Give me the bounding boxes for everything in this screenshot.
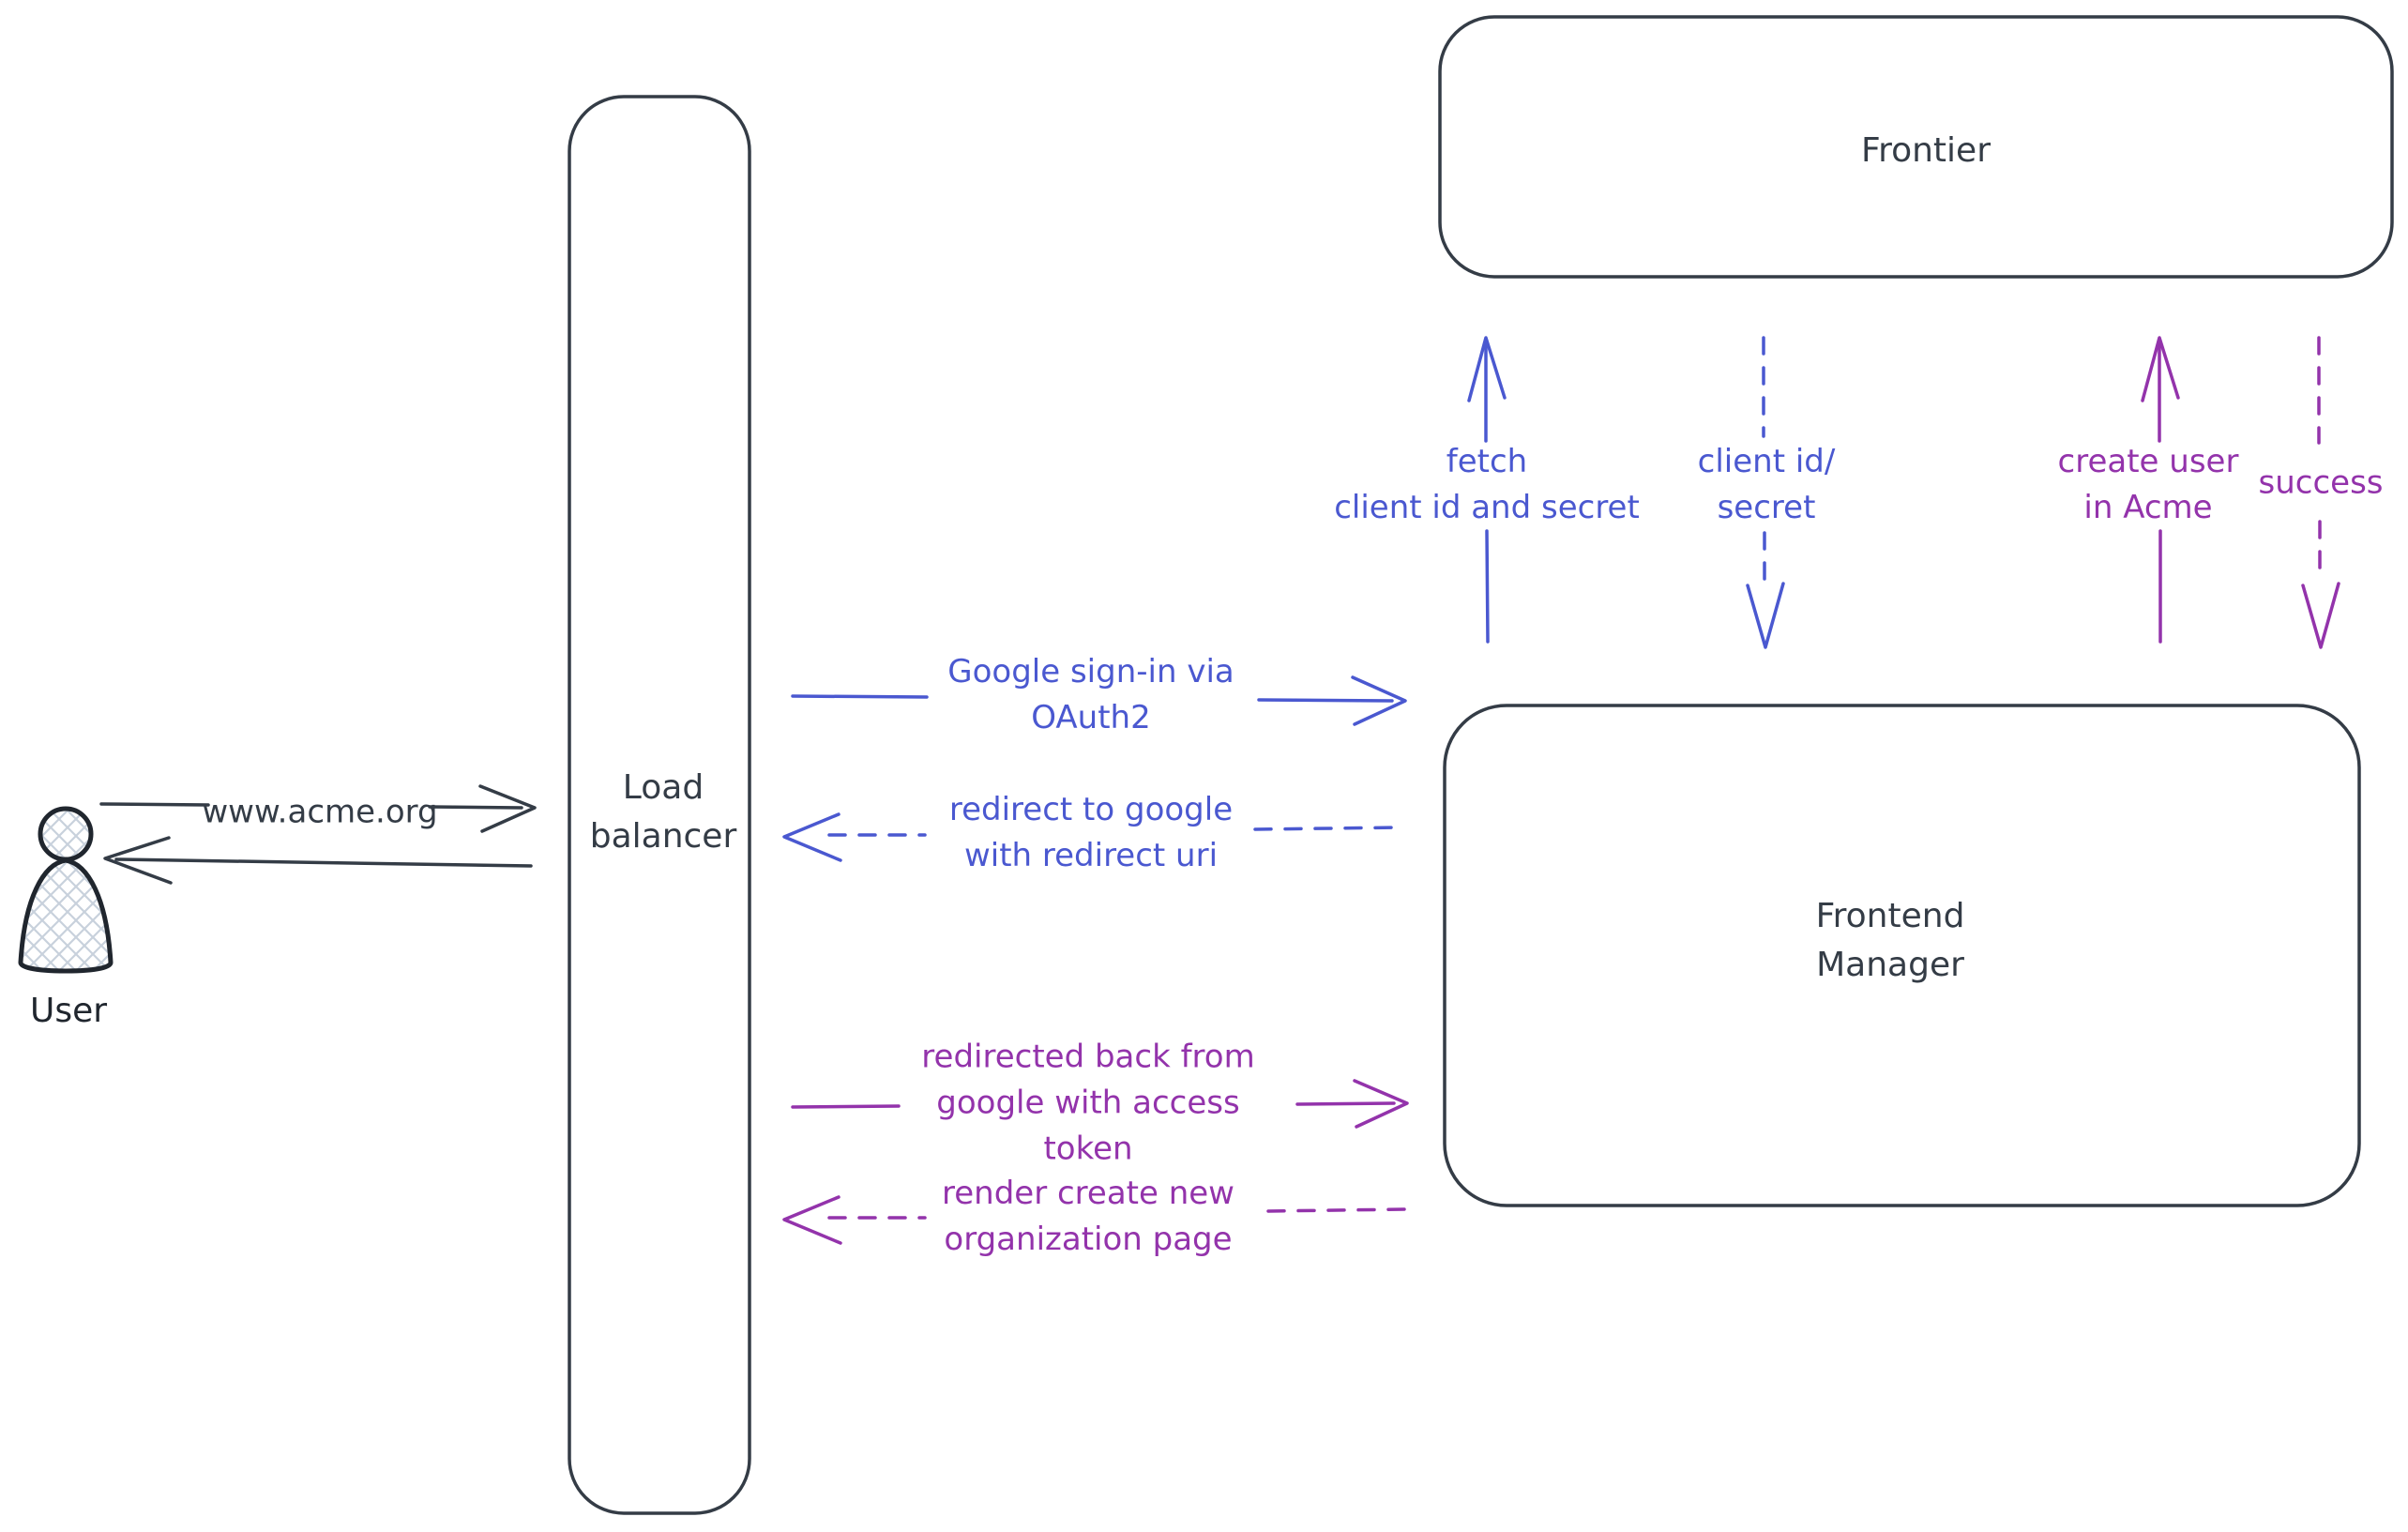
node-boxes bbox=[568, 15, 2394, 1515]
arrow-google-signin bbox=[791, 675, 1407, 726]
ink-arrows bbox=[99, 784, 537, 885]
frontier-box bbox=[1438, 15, 2394, 279]
arrow-create-user bbox=[2141, 336, 2180, 644]
arrow-client-id-secret bbox=[1746, 336, 1785, 649]
blue-arrows bbox=[782, 336, 1785, 862]
arrow-redirected-back bbox=[791, 1079, 1409, 1129]
user-body bbox=[18, 857, 114, 974]
purple-arrows bbox=[782, 336, 2340, 1245]
frontend-manager-box bbox=[1443, 704, 2361, 1207]
user-icon bbox=[18, 806, 114, 974]
arrow-www-acme bbox=[99, 784, 537, 833]
arrow-response-to-user bbox=[103, 836, 533, 885]
arrow-render-create-org bbox=[782, 1195, 1407, 1245]
arrow-success bbox=[2301, 336, 2340, 649]
user-head bbox=[38, 806, 94, 862]
arrow-redirect-to-google bbox=[782, 812, 1401, 862]
arrow-fetch-client-id bbox=[1467, 336, 1507, 644]
load-balancer-box bbox=[568, 95, 751, 1515]
